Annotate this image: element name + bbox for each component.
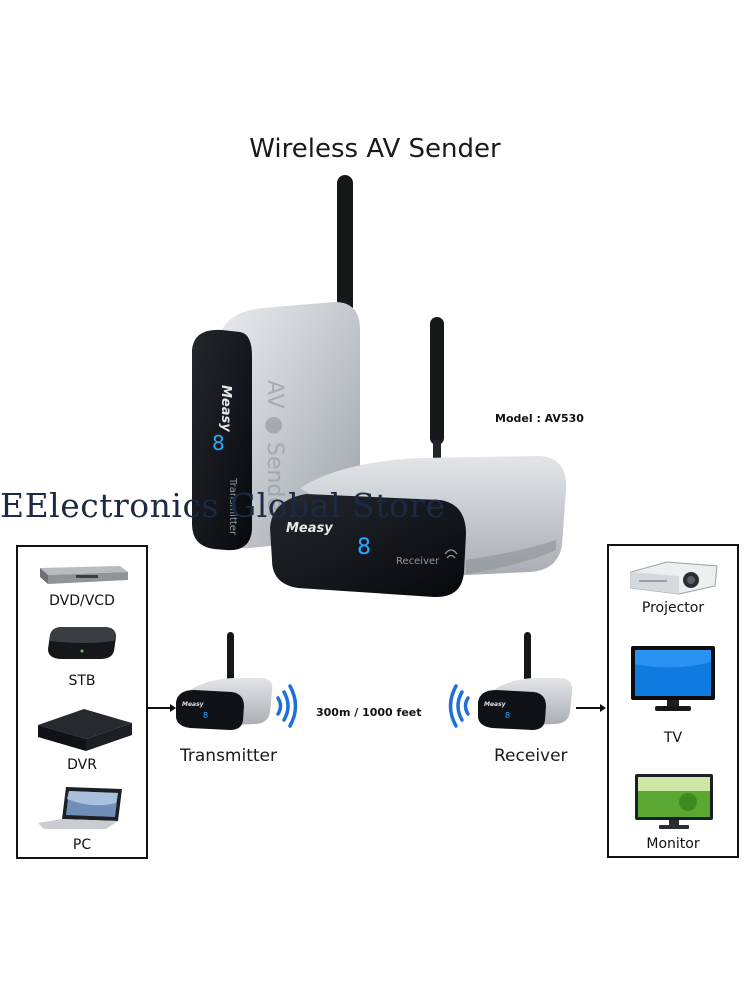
transmitter-panel-label: Transmitter — [227, 477, 238, 536]
svg-text:8: 8 — [505, 711, 510, 720]
output-label-projector: Projector — [641, 600, 705, 616]
svg-text:8: 8 — [203, 711, 208, 720]
transmitter-display: 8 — [212, 431, 225, 455]
tv-icon — [631, 646, 715, 711]
laptop-icon — [38, 787, 122, 829]
dvd-player-icon — [40, 566, 128, 584]
output-devices-panel: Projector TV Monitor — [607, 544, 739, 858]
output-label-monitor: Monitor — [646, 836, 700, 852]
transmitter-unit: Measy 8 Transmitter AV ● Sender — [192, 302, 360, 551]
model-label: Model : AV530 — [495, 412, 584, 425]
range-label: 300m / 1000 feet — [316, 706, 422, 719]
receiver-caption: Receiver — [494, 746, 568, 766]
projector-icon — [630, 561, 718, 595]
input-arrow — [146, 704, 176, 712]
receive-signal-icon — [448, 684, 470, 728]
source-label-dvr: DVR — [67, 757, 97, 773]
source-label-pc: PC — [72, 837, 92, 853]
output-arrow — [576, 704, 606, 712]
receiver-display: 8 — [357, 535, 371, 560]
store-watermark: EElectronics Global Store — [0, 486, 446, 525]
transmitter-caption: Transmitter — [180, 746, 277, 766]
small-receiver-unit: Measy 8 — [478, 632, 573, 730]
transmitter-brand-logo: Measy — [218, 385, 233, 432]
dvr-icon — [38, 709, 132, 751]
svg-text:Measy: Measy — [484, 701, 507, 708]
source-label-dvd: DVD/VCD — [49, 593, 115, 609]
receiver-antenna — [430, 317, 444, 460]
monitor-icon — [635, 774, 713, 829]
page-title: Wireless AV Sender — [249, 134, 501, 164]
transmit-signal-icon — [276, 684, 298, 728]
output-label-tv: TV — [663, 730, 683, 746]
connection-diagram: Measy 8 Measy 8 — [146, 632, 606, 730]
set-top-box-icon — [48, 627, 116, 659]
svg-text:Measy: Measy — [182, 701, 205, 708]
small-transmitter-unit: Measy 8 — [176, 632, 273, 730]
source-devices-panel: DVD/VCD STB DVR PC — [16, 545, 148, 859]
receiver-unit: Measy 8 Receiver — [270, 456, 567, 598]
svg-text:AV ● Sender: AV ● Sender — [262, 380, 287, 521]
source-label-stb: STB — [68, 673, 96, 689]
receiver-brand-logo: Measy — [286, 521, 333, 536]
receiver-panel-label: Receiver — [396, 556, 440, 567]
product-hero-illustration: Measy 8 Transmitter AV ● Sender Measy 8 … — [192, 175, 567, 598]
